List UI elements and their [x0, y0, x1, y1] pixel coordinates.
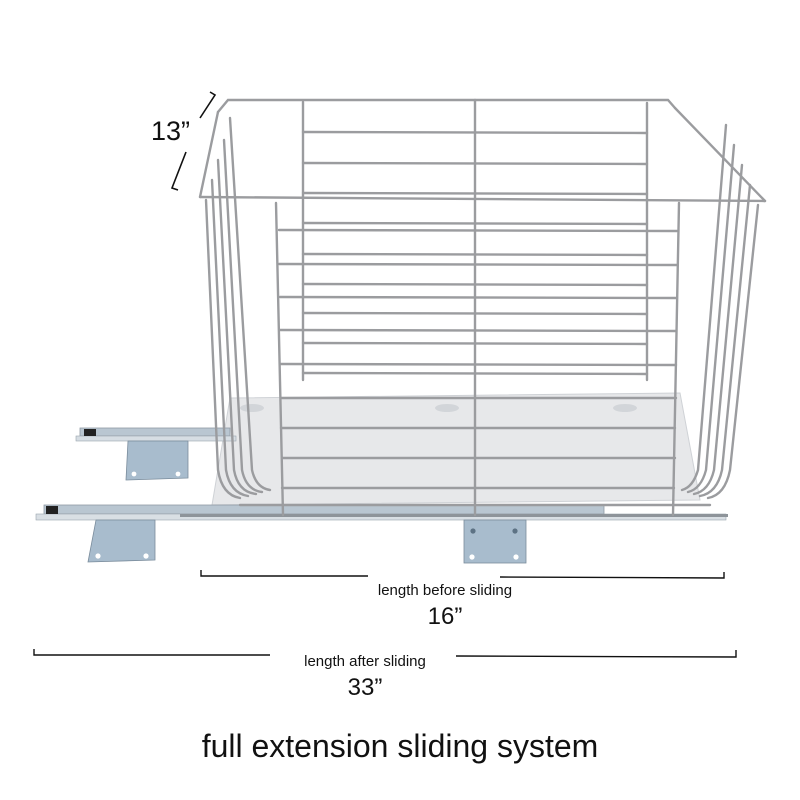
after-sliding-dimension-line [33, 649, 737, 658]
front-slide-rail [35, 504, 728, 564]
rear-slide-rail [75, 427, 237, 481]
before-sliding-dimension-line [200, 570, 725, 579]
before-sliding-label: length before sliding [377, 582, 513, 599]
after-sliding-value: 33” [347, 674, 383, 701]
after-sliding-label: length after sliding [304, 653, 426, 670]
height-dimension-value: 13” [151, 116, 191, 146]
before-sliding-value: 16” [427, 603, 463, 630]
caption-title: full extension sliding system [201, 728, 599, 764]
height-dimension-bracket [170, 91, 217, 191]
wire-basket [198, 98, 767, 517]
